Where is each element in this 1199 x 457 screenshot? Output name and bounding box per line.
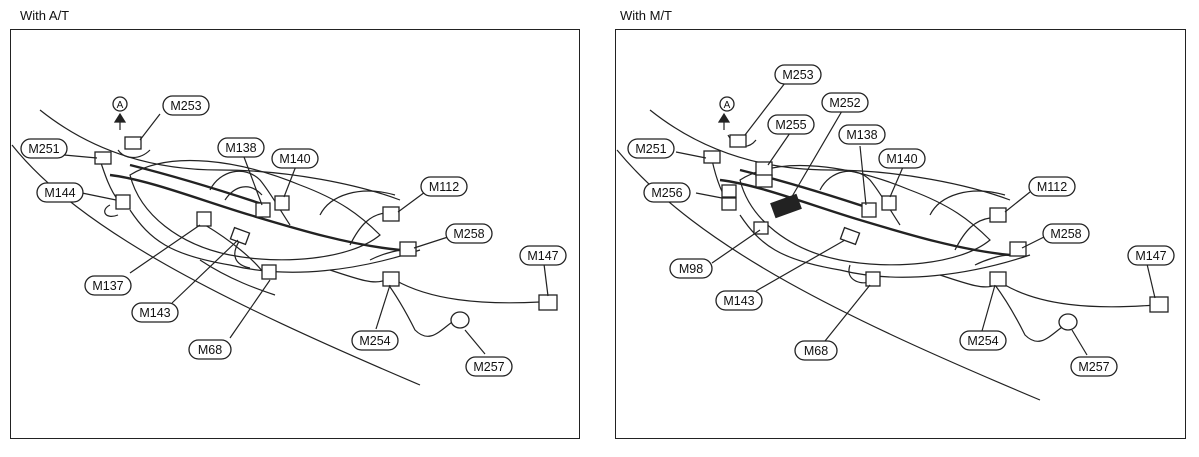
callout-m98-mt: M98 [669,258,713,279]
callout-m252-mt: M252 [821,92,869,113]
callout-m253-mt: M253 [774,64,822,85]
callout-m258-at: M258 [445,223,493,244]
up-arrow-icon [113,112,127,130]
svg-text:M254: M254 [359,334,390,348]
svg-text:M143: M143 [139,306,170,320]
svg-text:M251: M251 [635,142,666,156]
hatched-block [770,193,802,219]
callout-m254-at: M254 [351,330,399,351]
svg-text:M68: M68 [804,344,828,358]
callout-m68-at: M68 [188,339,232,360]
svg-text:M255: M255 [775,118,806,132]
callout-m144-at: M144 [36,182,84,203]
svg-text:M254: M254 [967,334,998,348]
svg-text:M112: M112 [1037,180,1067,194]
callout-m138-at: M138 [217,137,265,158]
svg-text:M140: M140 [279,152,310,166]
svg-text:M144: M144 [44,186,75,200]
svg-text:M251: M251 [28,142,59,156]
callouts-at: M253 M251 M144 M138 M140 M112 M258 M147 … [20,95,567,377]
svg-text:M138: M138 [846,128,877,142]
svg-text:M68: M68 [198,343,222,357]
svg-text:M258: M258 [453,227,484,241]
svg-text:M98: M98 [679,262,703,276]
marker-a-group-mt: A [717,96,735,130]
callout-m143-at: M143 [131,302,179,323]
callout-m253-at: M253 [162,95,210,116]
svg-text:M253: M253 [782,68,813,82]
up-arrow-icon [717,112,731,130]
callout-m147-mt: M147 [1127,245,1175,266]
svg-text:M140: M140 [886,152,917,166]
callout-m112-mt: M112 [1028,176,1076,197]
callout-m251-at: M251 [20,138,68,159]
svg-text:M252: M252 [829,96,860,110]
callout-m140-at: M140 [271,148,319,169]
callout-m258-mt: M258 [1042,223,1090,244]
panel-title-at: With A/T [20,8,70,23]
callout-m255-mt: M255 [767,114,815,135]
callout-leaders-mt [675,82,1156,356]
marker-a-label-at: A [117,100,124,111]
svg-text:M147: M147 [1135,249,1166,263]
callout-m140-mt: M140 [878,148,926,169]
svg-text:M257: M257 [473,360,504,374]
callout-m254-mt: M254 [959,330,1007,351]
callout-m143-mt: M143 [715,290,763,311]
panel-title-mt: With M/T [620,8,672,23]
callout-m256-mt: M256 [643,182,691,203]
callout-m112-at: M112 [420,176,468,197]
callout-leaders-at [63,113,549,355]
circled-letter-icon [112,96,128,112]
svg-text:M143: M143 [723,294,754,308]
harness-drawing-at [11,109,558,386]
callout-m138-mt: M138 [838,124,886,145]
svg-text:M112: M112 [429,180,459,194]
svg-text:M256: M256 [651,186,682,200]
svg-text:M257: M257 [1078,360,1109,374]
svg-text:M147: M147 [527,249,558,263]
circled-letter-icon [719,96,735,112]
marker-a-label-mt: A [724,100,731,111]
callout-m257-mt: M257 [1070,356,1118,377]
callouts-mt: M253 M252 M255 M251 M256 M138 M140 M112 … [627,64,1175,377]
svg-text:M253: M253 [170,99,201,113]
svg-text:M138: M138 [225,141,256,155]
harness-drawing-mt [616,109,1169,401]
svg-text:M137: M137 [92,279,123,293]
callout-m147-at: M147 [519,245,567,266]
svg-text:M258: M258 [1050,227,1081,241]
callout-m251-mt: M251 [627,138,675,159]
callout-m68-mt: M68 [794,340,838,361]
callout-m257-at: M257 [465,356,513,377]
callout-m137-at: M137 [84,275,132,296]
marker-a-group-at: A [112,96,128,130]
